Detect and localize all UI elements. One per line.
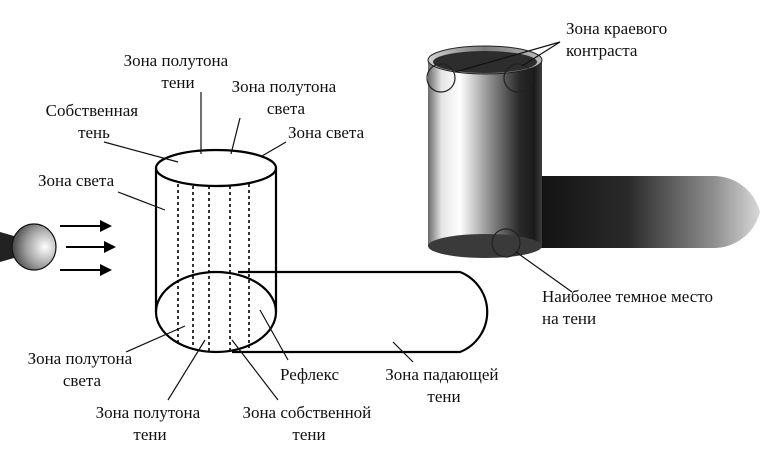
label-line: контраста: [566, 41, 638, 60]
label-line: Зона падающей: [385, 365, 498, 384]
label-cast-shadow-zone: Зона падающей тени: [385, 365, 502, 406]
label-own-shadow-zone: Зона собственной тени: [242, 403, 375, 444]
shaded-cylinder: [426, 45, 760, 258]
label-line: тени: [427, 387, 460, 406]
label-line: света: [63, 371, 102, 390]
label-light-zone-left: Зона света: [38, 171, 115, 190]
label-line: света: [267, 99, 306, 118]
edge-contrast-ring-left: [426, 63, 456, 93]
label-line: тени: [292, 425, 325, 444]
label-line: Зона собственной: [242, 403, 371, 422]
label-penumbra-light-top: Зона полутона света: [232, 77, 341, 118]
label-line: Зона полутона: [232, 77, 337, 96]
label-penumbra-shadow-top: Зона полутона тени: [124, 51, 233, 92]
arrow-right-icon: [60, 264, 112, 276]
light-rays: [60, 220, 116, 276]
label-darkest-spot: Наиболее темное место на тени: [542, 287, 717, 328]
label-line: тень: [78, 123, 110, 142]
cast-shadow: [520, 176, 760, 248]
label-line: Зона полутона: [28, 349, 133, 368]
label-penumbra-shadow-bottom: Зона полутона тени: [96, 403, 205, 444]
label-line: Зона полутона: [96, 403, 201, 422]
label-penumbra-light-bottom: Зона полутона света: [28, 349, 137, 390]
label-line: тени: [161, 73, 194, 92]
label-line: на тени: [542, 309, 596, 328]
label-line: Наиболее темное место: [542, 287, 713, 306]
label-line: тени: [133, 425, 166, 444]
edge-contrast-ring-right: [503, 63, 533, 93]
cylinder-base: [154, 270, 278, 354]
label-line: Зона полутона: [124, 51, 229, 70]
label-reflex: Рефлекс: [280, 365, 339, 384]
cast-shadow-outline: [232, 270, 489, 354]
leader-lines: [103, 41, 573, 401]
label-line: Собственная: [46, 101, 139, 120]
light-bulb-icon: [0, 223, 57, 271]
outline-cylinder: [154, 148, 489, 354]
arrow-right-icon: [66, 241, 116, 253]
cylinder-top: [154, 148, 278, 188]
label-own-shadow: Собственная тень: [46, 101, 143, 142]
arrow-right-icon: [60, 220, 112, 232]
label-edge-contrast: Зона краевого контраста: [566, 19, 671, 60]
label-line: Зона краевого: [566, 19, 667, 38]
darkest-spot-ring: [491, 228, 521, 258]
label-light-zone-right: Зона света: [288, 123, 365, 142]
